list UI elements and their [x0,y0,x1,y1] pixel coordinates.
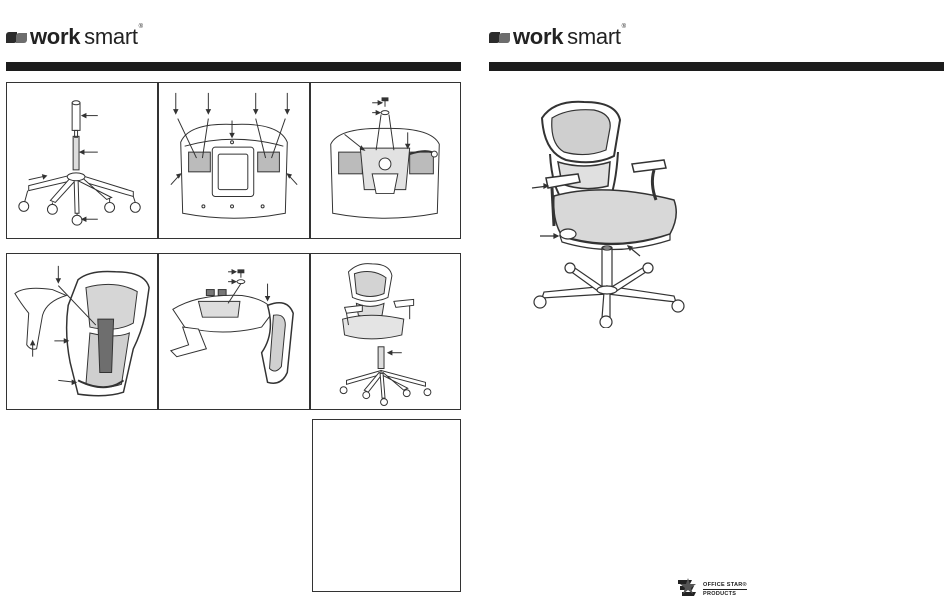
office-star-products: PRODUCTS [703,589,747,597]
brand-logo-left: work smart® [6,26,143,48]
office-star-logo: OFFICE STAR® PRODUCTS [676,578,747,600]
office-star-wordmark: OFFICE STAR® PRODUCTS [703,582,747,597]
logo-mark-icon [489,30,511,44]
backrest-bracket-illustration [7,254,157,409]
step-panel-mechanism [310,82,461,239]
step-panel-seat-bracket [158,82,310,239]
step-panel-base-assembly [6,82,158,239]
mechanism-illustration [311,83,460,238]
brand-word-smart: smart® [567,24,626,50]
brand-logo-right: work smart® [489,26,626,48]
final-assembly-illustration [311,254,460,409]
brand-word-work: work [513,24,563,50]
office-chair-illustration [524,96,694,328]
header-bar-left [6,62,461,71]
brand-word-smart: smart® [84,24,143,50]
notes-box [312,419,461,592]
seat-bracket-illustration [159,83,309,238]
office-star-name: OFFICE STAR® [703,582,747,588]
header-bar-right [489,62,944,71]
brand-word-work: work [30,24,80,50]
logo-mark-icon [6,30,28,44]
step-panel-final-assembly [310,253,461,410]
step-panel-backrest-bracket [6,253,158,410]
step-panel-armrest [158,253,310,410]
office-star-logo-icon [676,578,700,600]
base-assembly-illustration [7,83,157,238]
chair-diagram-large [524,96,694,328]
armrest-illustration [159,254,309,409]
